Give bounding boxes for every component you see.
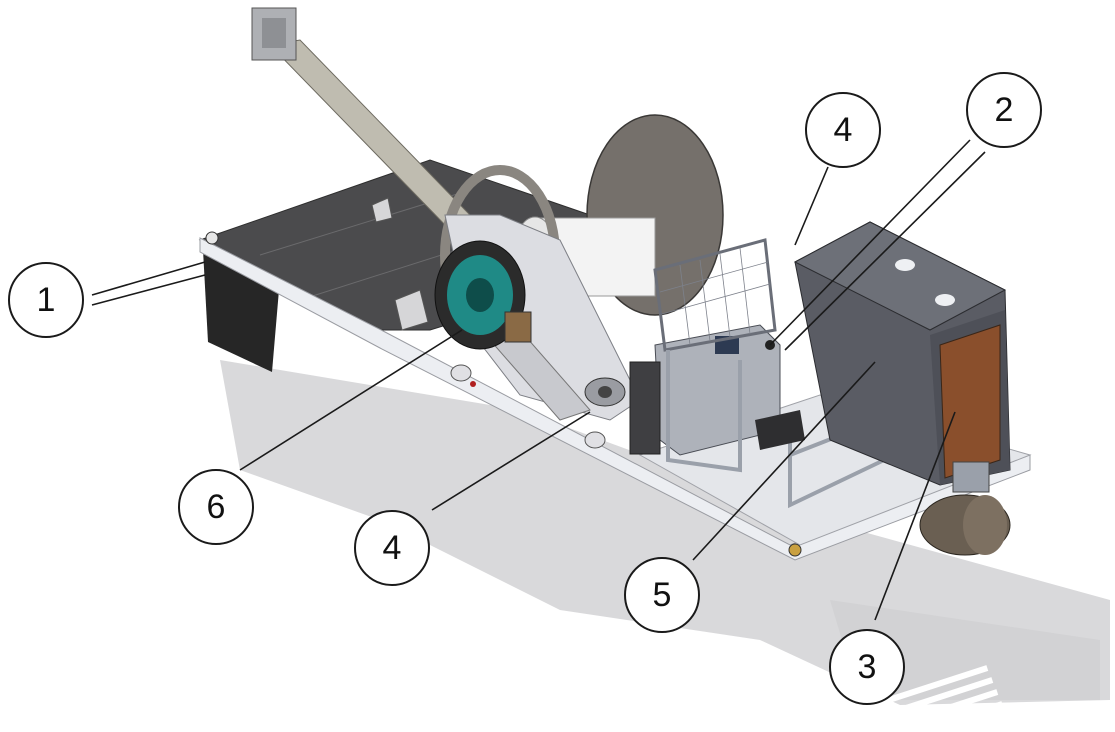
- callout-5-label: 5: [653, 576, 672, 614]
- callout-2-label: 2: [995, 91, 1014, 129]
- control-station: [629, 238, 907, 509]
- shadow-grating: [881, 665, 1004, 732]
- callout-4-lower: 4: [354, 510, 430, 586]
- callout-3-label: 3: [858, 648, 877, 686]
- callout-4-upper: 4: [805, 92, 881, 168]
- drive-hub: [434, 240, 532, 350]
- callout-2: 2: [966, 72, 1042, 148]
- callout-5: 5: [624, 557, 700, 633]
- leader-lines: [91, 139, 986, 621]
- side-winch: [584, 377, 626, 407]
- callout-6: 6: [178, 469, 254, 545]
- callout-6-label: 6: [207, 488, 226, 526]
- wheel: [919, 494, 1011, 556]
- boom-arm: [251, 7, 471, 229]
- callout-1: 1: [8, 262, 84, 338]
- callout-1-label: 1: [37, 281, 56, 319]
- callout-4-lower-label: 4: [383, 529, 402, 567]
- callout-4-upper-label: 4: [834, 111, 853, 149]
- callout-3: 3: [829, 629, 905, 705]
- deck-block: [371, 197, 429, 331]
